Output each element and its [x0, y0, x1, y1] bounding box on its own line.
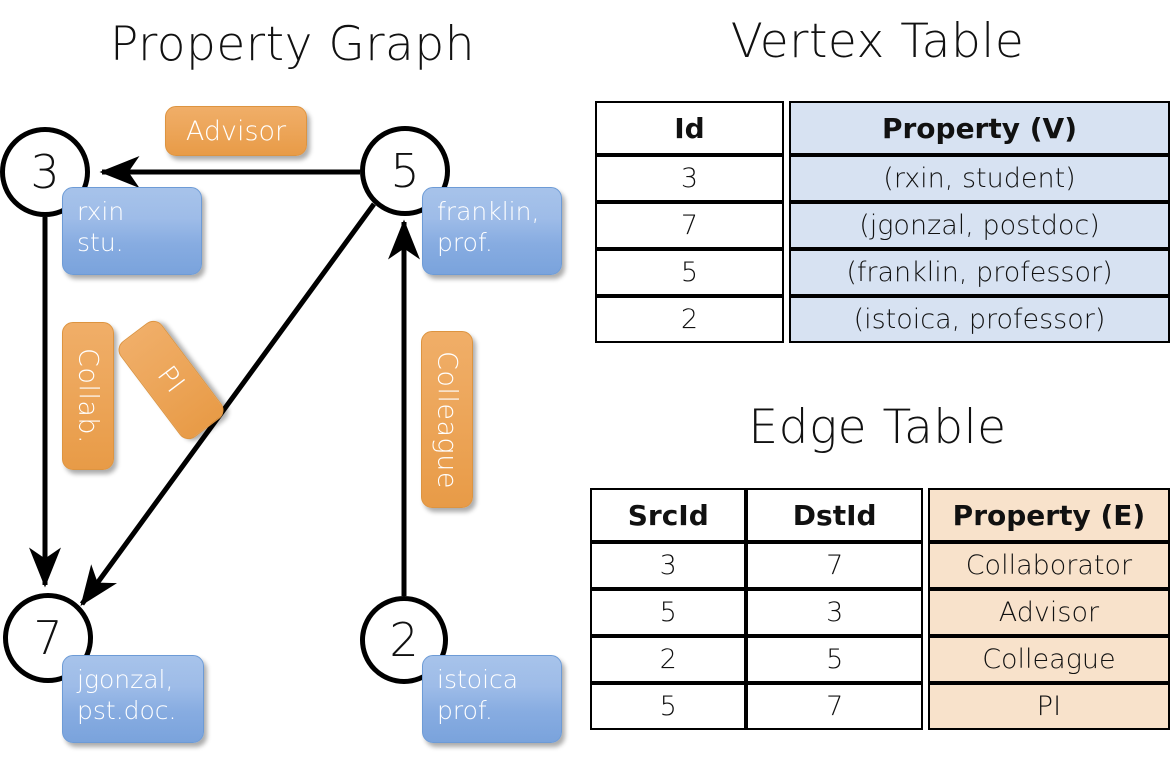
vertex-table-header-id: Id: [595, 101, 785, 155]
edge-label-colleague[interactable]: Colleague: [421, 331, 473, 508]
edge-cell-property: Advisor: [927, 589, 1170, 636]
table-row[interactable]: 7: [595, 202, 785, 249]
vertex-table-header-property: Property (V): [788, 101, 1170, 155]
edge-cell-property: PI: [927, 683, 1170, 730]
edge-table: SrcId DstId 3 7 5 3 2 5 5 7 Prope: [590, 488, 1170, 730]
table-row[interactable]: 3: [595, 155, 785, 202]
vertex-table-property-column: Property (V) (rxin, student) (jgonzal, p…: [788, 101, 1170, 343]
edge-cell-dstid: 3: [746, 589, 923, 636]
vertex-cell-property: (istoica, professor): [788, 296, 1170, 343]
table-row[interactable]: 5 3: [590, 589, 923, 636]
vertex-table-id-column: Id 3 7 5 2: [595, 101, 785, 343]
graph-edges-svg: [29, 156, 420, 607]
edge-cell-srcid: 3: [590, 542, 747, 589]
edge-table-src-dst-columns: SrcId DstId 3 7 5 3 2 5 5 7: [590, 488, 923, 730]
vertex-property-box-jgonzal[interactable]: jgonzal, pst.doc.: [62, 655, 204, 743]
graph-node-2[interactable]: 2: [360, 596, 448, 684]
table-row[interactable]: 3 7: [590, 542, 923, 589]
table-row[interactable]: 2 5: [590, 636, 923, 683]
edge-table-panel: Edge Table SrcId DstId 3 7 5 3 2 5 5 7: [585, 395, 1170, 760]
table-row[interactable]: Advisor: [927, 589, 1170, 636]
edge-table-header-property: Property (E): [927, 488, 1170, 542]
edge-label-colleague-text: Colleague: [431, 350, 463, 489]
table-header-row: Property (V): [788, 101, 1170, 155]
table-row[interactable]: Colleague: [927, 636, 1170, 683]
edge-cell-dstid: 7: [746, 542, 923, 589]
vertex-cell-id: 2: [595, 296, 785, 343]
table-row[interactable]: Collaborator: [927, 542, 1170, 589]
vertex-property-box-franklin[interactable]: franklin, prof.: [422, 187, 562, 275]
vertex-cell-property: (jgonzal, postdoc): [788, 202, 1170, 249]
table-row[interactable]: 2: [595, 296, 785, 343]
edge-table-header-dstid: DstId: [746, 488, 923, 542]
table-row[interactable]: (rxin, student): [788, 155, 1170, 202]
table-row[interactable]: (istoica, professor): [788, 296, 1170, 343]
graph-node-5-label: 5: [390, 144, 420, 198]
edge-cell-srcid: 2: [590, 636, 747, 683]
vertex-cell-property: (franklin, professor): [788, 249, 1170, 296]
edge-label-advisor-text: Advisor: [185, 115, 287, 147]
edge-label-collab[interactable]: Collab.: [62, 322, 114, 470]
table-row[interactable]: PI: [927, 683, 1170, 730]
graph-node-5[interactable]: 5: [360, 126, 450, 216]
table-header-row: Property (E): [927, 488, 1170, 542]
vertex-cell-id: 3: [595, 155, 785, 202]
vertex-cell-id: 7: [595, 202, 785, 249]
edge-cell-srcid: 5: [590, 683, 747, 730]
property-graph-panel: Property Graph 3 5 7 2: [0, 17, 562, 743]
vertex-property-box-istoica[interactable]: istoica prof.: [422, 655, 562, 743]
edge-cell-srcid: 5: [590, 589, 747, 636]
edge-cell-dstid: 5: [746, 636, 923, 683]
edge-cell-property: Colleague: [927, 636, 1170, 683]
edge-table-header-srcid: SrcId: [590, 488, 747, 542]
table-row[interactable]: (franklin, professor): [788, 249, 1170, 296]
edge-5-to-7: [79, 202, 377, 607]
vertex-table-panel: Vertex Table Id 3 7 5 2 Property (V): [585, 0, 1170, 395]
table-row[interactable]: (jgonzal, postdoc): [788, 202, 1170, 249]
vertex-property-box-rxin[interactable]: rxin stu.: [62, 187, 202, 275]
table-row[interactable]: 5 7: [590, 683, 923, 730]
page-title-edge-table: Edge Table: [748, 400, 1007, 455]
vertex-table: Id 3 7 5 2 Property (V) (rxin, student): [595, 101, 1170, 343]
page-title-vertex-table: Vertex Table: [730, 14, 1025, 69]
table-header-row: SrcId DstId: [590, 488, 923, 542]
vertex-cell-property: (rxin, student): [788, 155, 1170, 202]
graph-node-3-label: 3: [30, 145, 60, 199]
edge-cell-property: Collaborator: [927, 542, 1170, 589]
edge-table-property-column: Property (E) Collaborator Advisor Collea…: [927, 488, 1170, 730]
graph-node-7-label: 7: [33, 611, 63, 665]
graph-node-2-label: 2: [389, 613, 419, 667]
edge-label-advisor[interactable]: Advisor: [165, 106, 307, 156]
edge-label-pi-text: PI: [151, 360, 191, 400]
edge-cell-dstid: 7: [746, 683, 923, 730]
table-row[interactable]: 5: [595, 249, 785, 296]
vertex-cell-id: 5: [595, 249, 785, 296]
page-title-property-graph: Property Graph: [110, 17, 475, 72]
edge-label-collab-text: Collab.: [72, 347, 104, 445]
table-header-row: Id: [595, 101, 785, 155]
